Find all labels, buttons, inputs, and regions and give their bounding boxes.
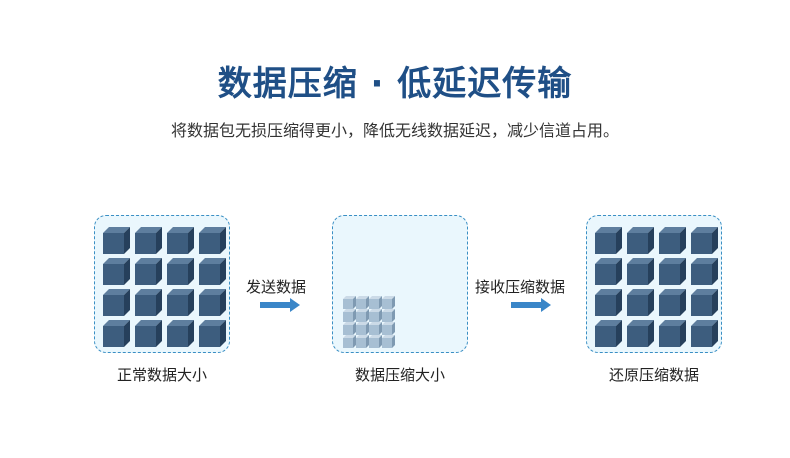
compressed-size-caption: 数据压缩大小 xyxy=(354,366,445,384)
right-arrow-icon xyxy=(260,298,300,312)
send-data-label: 发送数据 xyxy=(246,278,307,296)
normal-data-panel xyxy=(94,215,230,353)
page-subtitle: 将数据包无损压缩得更小，降低无线数据延迟，减少信道占用。 xyxy=(170,121,619,140)
restored-data-panel xyxy=(586,215,722,353)
right-arrow-icon xyxy=(511,298,551,312)
compressed-data-panel xyxy=(332,215,468,353)
small-cube-grid-icon xyxy=(343,296,395,348)
restored-data-caption: 还原压缩数据 xyxy=(608,366,699,384)
receive-compressed-label: 接收压缩数据 xyxy=(475,278,566,296)
page-title: 数据压缩 · 低延迟传输 xyxy=(217,64,573,104)
large-cube-grid-icon xyxy=(595,227,718,347)
large-cube-grid-icon xyxy=(103,227,226,347)
normal-size-caption: 正常数据大小 xyxy=(116,366,207,384)
